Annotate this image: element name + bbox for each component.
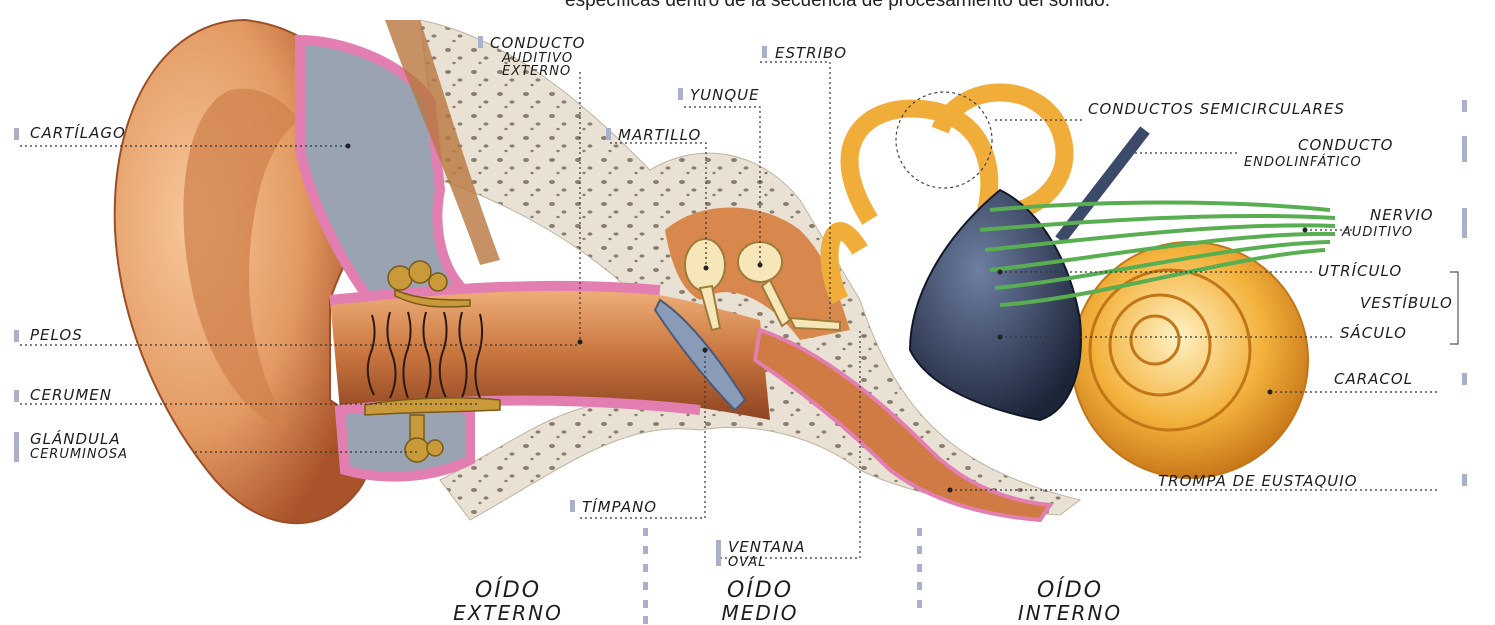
region-medio-line1: Oído [690,580,830,602]
label-marker [14,432,19,462]
label-pelos: Pelos [30,328,83,342]
region-oido-medio: Oído medio [690,580,830,624]
region-medio-line2: medio [690,602,830,624]
label-conducto-auditivo-line1: Conducto [490,36,585,50]
label-marker [14,330,19,342]
label-nervio-line2: auditivo [1342,226,1413,240]
label-martillo: Martillo [618,128,701,142]
label-yunque: Yunque [690,88,760,102]
label-conducto-auditivo-line3: externo [502,65,571,79]
cochlea [1072,242,1308,478]
region-oido-interno: Oído interno [990,580,1150,624]
label-saculo: Sáculo [1340,326,1407,340]
label-cartilago: Cartílago [30,126,126,140]
label-marker [678,88,683,100]
label-marker [1462,136,1467,162]
label-marker [478,36,483,48]
label-marker [1462,100,1467,112]
label-timpano: Tímpano [582,500,657,514]
region-divider-right [917,528,922,608]
region-interno-line2: interno [990,602,1150,624]
label-marker [606,128,611,140]
label-marker [14,128,19,140]
label-glandula-line1: Glándula [30,432,121,446]
label-marker [1462,208,1467,238]
region-interno-line1: Oído [990,580,1150,602]
label-marker [762,46,767,58]
label-marker [14,390,19,402]
label-nervio-line1: Nervio [1370,208,1434,222]
label-conducto-endolinfatico-line1: Conducto [1298,138,1393,152]
label-estribo: Estribo [775,46,847,60]
label-vestibulo: Vestíbulo [1360,296,1453,310]
caption-text: específicas dentro de la secuencia de pr… [565,0,1110,12]
label-ventana-line2: oval [728,556,766,570]
label-trompa-eustaquio: Trompa de Eustaquio [1158,474,1358,488]
label-marker [716,540,721,566]
label-cerumen: Cerumen [30,388,112,402]
label-ventana-line1: Ventana [728,540,806,554]
region-divider-left [643,528,648,624]
label-marker [570,500,575,512]
vestibulo-bracket [1448,268,1462,348]
region-oido-externo: Oído externo [418,580,598,624]
label-glandula-line2: ceruminosa [30,448,128,462]
region-externo-line1: Oído [418,580,598,602]
region-externo-line2: externo [418,602,598,624]
label-marker [1462,373,1467,385]
label-conducto-endolinfatico-line2: endolinfático [1244,156,1362,170]
label-caracol: Caracol [1334,372,1413,386]
label-conductos-semicirculares: Conductos semicirculares [1088,102,1345,116]
label-marker [1462,474,1467,486]
label-utriculo: Utrículo [1318,264,1402,278]
